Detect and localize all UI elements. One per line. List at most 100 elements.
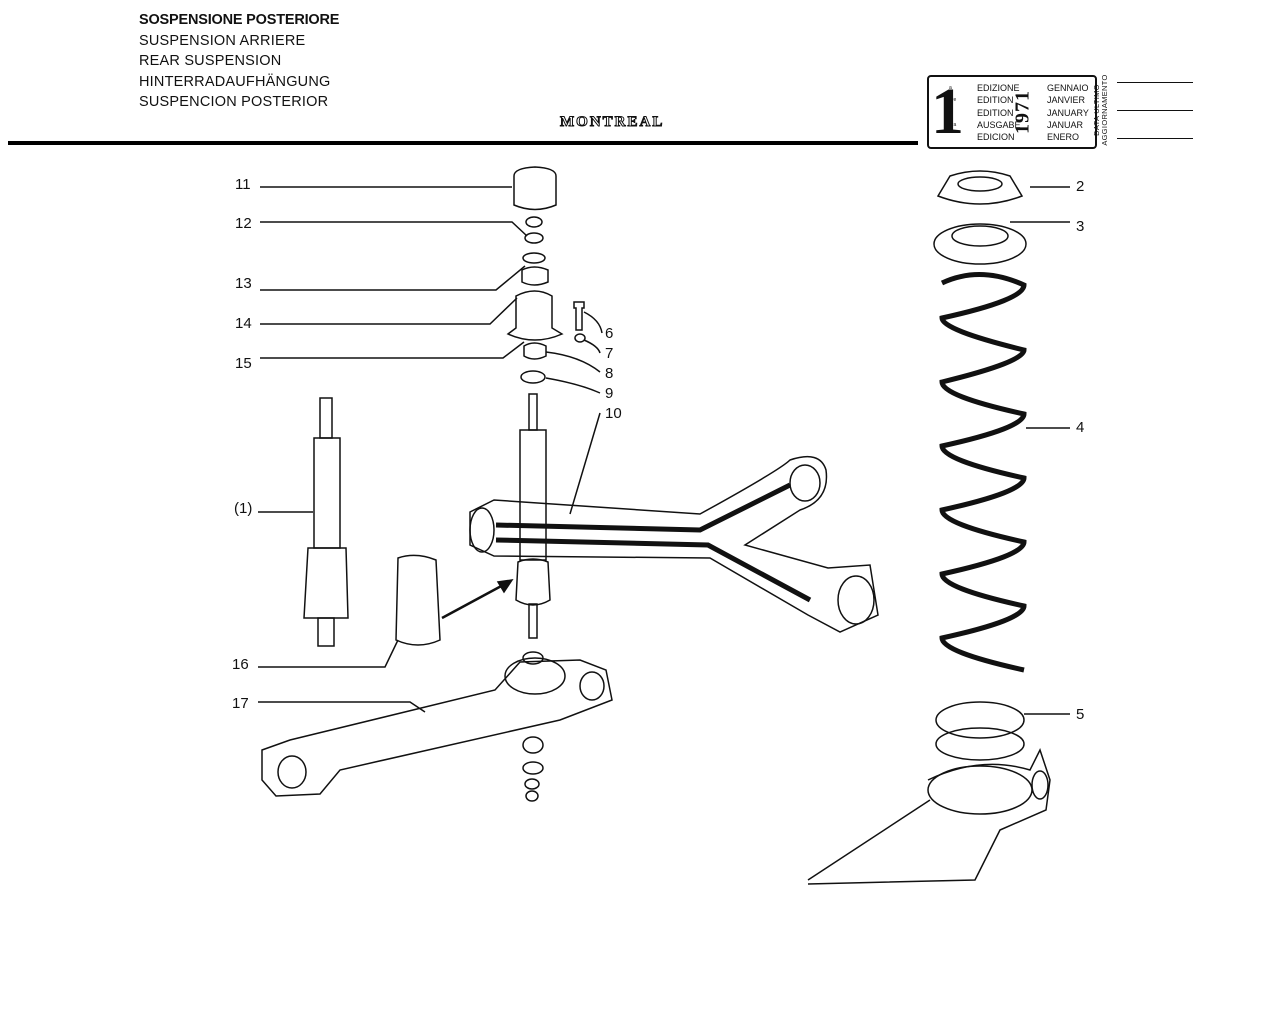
arrow-head	[496, 579, 514, 594]
callout-12: 12	[235, 215, 252, 232]
leader-13	[260, 265, 526, 291]
bolt	[573, 301, 585, 331]
spring-seat-upper	[933, 223, 1027, 265]
axle-bracket	[807, 748, 1051, 885]
upper-mount	[506, 290, 564, 341]
wishbone-flange	[837, 575, 875, 625]
bottom-nut	[524, 778, 540, 790]
damper-end	[317, 617, 335, 647]
callout-10: 10	[605, 405, 622, 422]
title-french: SUSPENSION ARRIERE	[139, 32, 306, 49]
damper-bellows	[303, 547, 349, 619]
lower-bush	[523, 342, 547, 360]
edition-months: GENNAIO JANVIER JANUARY JANUAR ENERO	[1047, 82, 1089, 143]
shock-rod-bottom	[528, 603, 538, 639]
top-mount	[936, 170, 1024, 205]
wishbone-flange	[469, 507, 495, 553]
ring	[520, 370, 546, 384]
update-line-1	[1117, 82, 1193, 83]
edition-labels: EDIZIONE EDITION EDITION AUSGABE EDICION	[977, 82, 1021, 143]
axle-beam	[807, 799, 931, 881]
lock-washer	[574, 333, 586, 343]
bottom-nut	[525, 790, 539, 802]
nut	[525, 216, 543, 228]
header-rule	[8, 141, 918, 145]
spring-seat	[504, 657, 566, 695]
rubber-bush	[521, 266, 549, 286]
axle-bracket-cup	[927, 765, 1033, 815]
edition-box: 1 a ère st era EDIZIONE EDITION EDITION …	[927, 75, 1097, 149]
shock-rod-top	[528, 393, 538, 431]
callout-8: 8	[605, 365, 614, 382]
leader-15	[260, 341, 525, 359]
bottom-bush	[522, 736, 544, 754]
title-german: HINTERRADAUFHÄNGUNG	[139, 73, 331, 90]
rubber-cap	[513, 166, 557, 211]
edition-month: GENNAIO	[1047, 83, 1089, 93]
leader-7	[583, 339, 601, 354]
leader-16	[258, 639, 399, 668]
title-italian: SOSPENSIONE POSTERIORE	[139, 12, 340, 28]
wishbone-stripe	[495, 537, 812, 603]
edition-month: JANVIER	[1047, 95, 1086, 106]
callout-6: 6	[605, 325, 614, 342]
edition-sup: era	[949, 121, 957, 128]
arrow-shaft	[441, 582, 506, 620]
spring-seat-lower-inner	[935, 727, 1025, 761]
spring-seat-lower	[935, 701, 1025, 739]
plate-washer	[522, 252, 546, 264]
leader-14	[260, 297, 518, 325]
callout-14: 14	[235, 315, 252, 332]
cross-member-eye	[277, 755, 307, 789]
edition-month: JANUAR	[1047, 119, 1084, 130]
spring-seat-top	[522, 651, 544, 665]
title-english: REAR SUSPENSION	[139, 53, 282, 69]
edition-sup: st	[949, 109, 953, 116]
washer	[524, 232, 544, 244]
axle-bracket-eye	[1031, 770, 1049, 800]
wishbone	[469, 455, 879, 633]
callout-17: 17	[232, 695, 249, 712]
wishbone-stripe	[495, 482, 792, 533]
dust-boot	[395, 554, 441, 646]
leader-8	[545, 351, 601, 373]
edition-label: EDITION	[977, 95, 1014, 106]
callout-3: 3	[1076, 218, 1085, 235]
leader-17	[258, 701, 426, 713]
update-line-3	[1117, 138, 1193, 139]
wishbone-eye	[789, 464, 821, 502]
shock-body	[519, 429, 547, 561]
callout-11: 11	[235, 176, 251, 193]
edition-superscripts: a ère st era	[949, 82, 956, 131]
callout-5: 5	[1076, 706, 1085, 723]
update-line-2	[1117, 110, 1193, 111]
brand-logo: MONTREAL	[559, 114, 665, 131]
callout-9: 9	[605, 385, 614, 402]
callout-2: 2	[1076, 178, 1085, 195]
shock-bellows	[515, 558, 551, 606]
edition-month: JANUARY	[1047, 107, 1089, 118]
leader-10	[569, 412, 601, 515]
callout-13: 13	[235, 275, 252, 292]
edition-month: ENERO	[1047, 132, 1080, 143]
edition-label: EDIZIONE	[977, 83, 1020, 93]
title-block: SOSPENSIONE POSTERIORE SUSPENSION ARRIER…	[139, 10, 339, 113]
edition-number: 1	[931, 75, 964, 148]
top-mount-ring	[957, 176, 1003, 192]
damper-stem	[319, 397, 333, 439]
edition-label: EDICION	[977, 132, 1015, 143]
edition-sup: ère	[949, 97, 957, 104]
leader-9	[545, 377, 601, 394]
edition-label: EDITION	[977, 107, 1014, 118]
callout-4: 4	[1076, 419, 1085, 436]
bottom-washer	[522, 761, 544, 775]
coil-spring	[939, 272, 1027, 673]
spring-seat-upper-inner	[951, 225, 1009, 247]
callout-15: 15	[235, 355, 252, 372]
damper-body	[313, 437, 341, 549]
edition-label: AUSGABE	[977, 119, 1021, 130]
title-spanish: SUSPENCION POSTERIOR	[139, 94, 329, 110]
cross-member	[261, 659, 613, 797]
leader-6	[583, 311, 603, 334]
